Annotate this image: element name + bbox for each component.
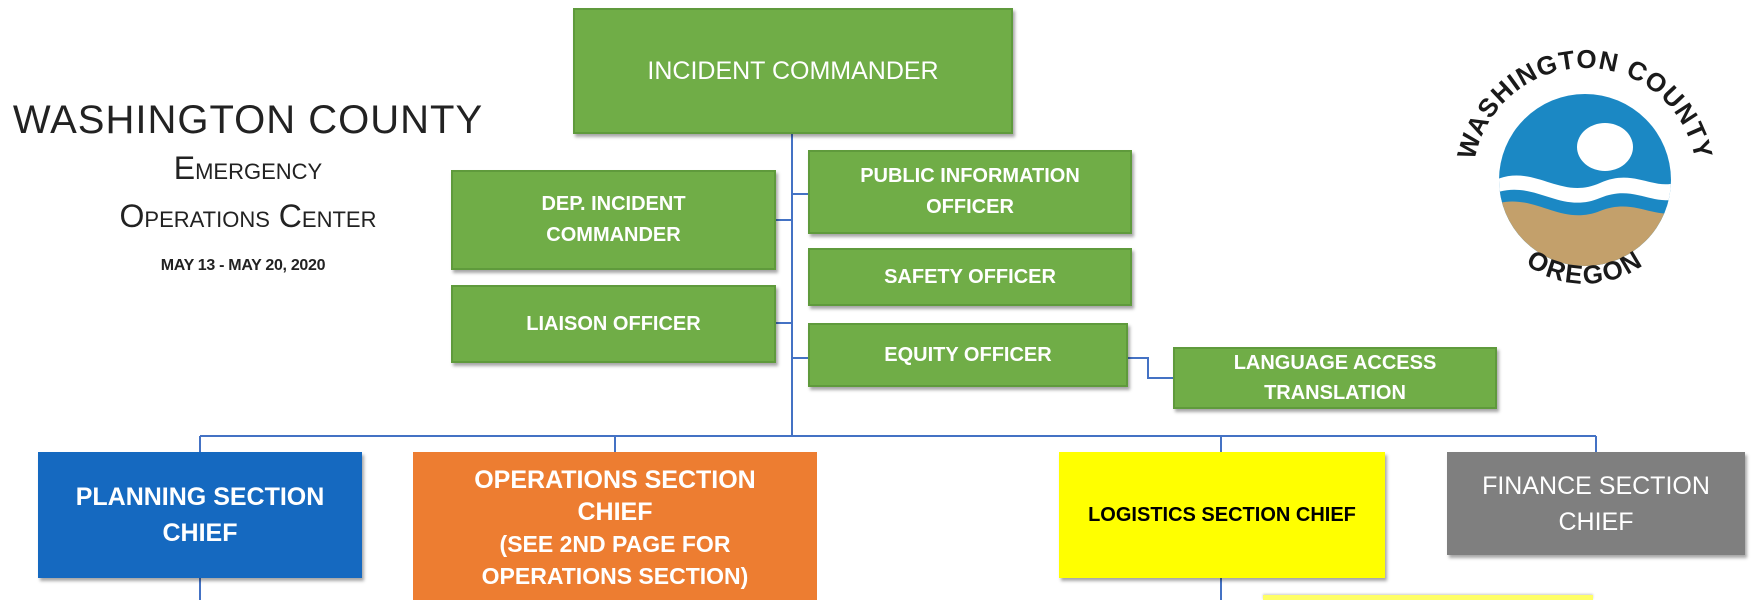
liaison-officer-box: LIAISON OFFICER <box>451 285 776 363</box>
operations-section-chief-box: OPERATIONS SECTION CHIEF (SEE 2ND PAGE F… <box>413 452 817 600</box>
operations-section-chief-line3: (SEE 2ND PAGE FOR <box>499 531 731 557</box>
language-access-line2: TRANSLATION <box>1264 382 1406 404</box>
logistics-section-chief-label: LOGISTICS SECTION CHIEF <box>1088 504 1356 526</box>
dep-incident-commander-line2: COMMANDER <box>546 224 681 246</box>
safety-officer-label: SAFETY OFFICER <box>884 265 1056 288</box>
title-dates: MAY 13 - MAY 20, 2020 <box>160 257 326 274</box>
language-access-line1: LANGUAGE ACCESS <box>1233 352 1437 374</box>
title-line-county: WASHINGTON COUNTY <box>12 98 484 142</box>
eoc-title: WASHINGTON COUNTY Emergency Operations C… <box>8 96 488 276</box>
title-line-operations: Operations Center <box>119 198 377 234</box>
title-line-emergency: Emergency <box>173 150 323 186</box>
language-access-box: LANGUAGE ACCESS TRANSLATION <box>1173 347 1497 409</box>
incident-commander-label: INCIDENT COMMANDER <box>647 57 939 85</box>
operations-section-chief-line2: CHIEF <box>577 498 653 526</box>
dep-incident-commander-line1: DEP. INCIDENT <box>541 193 686 215</box>
equity-language-connector <box>1128 357 1173 379</box>
planning-section-chief-box: PLANNING SECTION CHIEF <box>38 452 362 578</box>
logo-sun <box>1577 123 1633 171</box>
logistics-sub-box-partial <box>1263 595 1593 600</box>
public-information-officer-box: PUBLIC INFORMATION OFFICER <box>808 150 1132 234</box>
operations-section-chief-line4: OPERATIONS SECTION) <box>481 563 749 589</box>
finance-section-chief-line2: CHIEF <box>1558 507 1634 536</box>
public-information-officer-line2: OFFICER <box>926 196 1014 218</box>
public-information-officer-line1: PUBLIC INFORMATION <box>860 165 1080 187</box>
planning-section-chief-line1: PLANNING SECTION <box>75 483 325 511</box>
incident-commander-box: INCIDENT COMMANDER <box>573 8 1013 134</box>
operations-section-chief-line1: OPERATIONS SECTION <box>474 466 756 494</box>
liaison-officer-label: LIAISON OFFICER <box>526 312 701 335</box>
equity-officer-box: EQUITY OFFICER <box>808 323 1128 387</box>
dep-incident-commander-box: DEP. INCIDENT COMMANDER <box>451 170 776 270</box>
safety-officer-box: SAFETY OFFICER <box>808 248 1132 306</box>
logo-emblem <box>1499 94 1671 266</box>
planning-section-chief-line2: CHIEF <box>162 519 238 547</box>
equity-officer-label: EQUITY OFFICER <box>884 343 1052 366</box>
washington-county-logo: WASHINGTON COUNTY OREGON <box>1451 44 1718 290</box>
logistics-section-chief-box: LOGISTICS SECTION CHIEF <box>1059 452 1385 578</box>
finance-section-chief-box: FINANCE SECTION CHIEF <box>1447 452 1745 555</box>
finance-section-chief-line1: FINANCE SECTION <box>1482 471 1710 500</box>
